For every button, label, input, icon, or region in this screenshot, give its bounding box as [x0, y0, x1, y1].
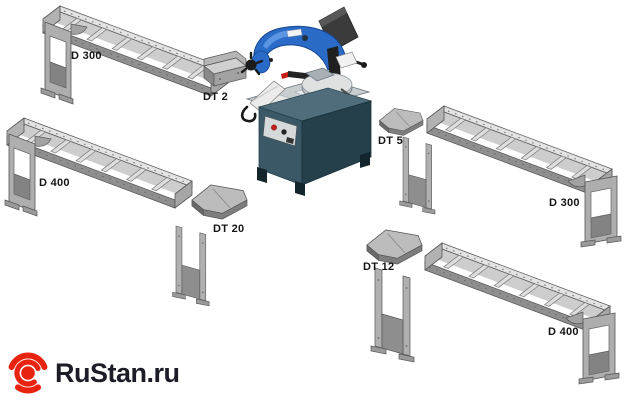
label-stand-dt2: DT 2: [203, 91, 229, 103]
brand-name: RuStan.ru: [55, 358, 180, 388]
label-stand-dt20: DT 20: [213, 223, 245, 235]
conveyor-d400-left-graphic: [4, 117, 193, 217]
brand-logo: RuStan.ru: [6, 351, 180, 395]
stand-dt20-graphic: [172, 184, 248, 307]
label-conveyor-d300-left: D 300: [71, 50, 102, 62]
conveyor-d300-right-graphic: [426, 105, 622, 248]
conveyor-d400-right-graphic: [424, 242, 620, 385]
stand-dt12-graphic: [366, 229, 423, 363]
label-conveyor-d300-right: D 300: [549, 197, 580, 209]
bandsaw-machine-graphic: [240, 6, 373, 196]
label-conveyor-d400-right: D 400: [548, 326, 579, 338]
label-conveyor-d400-left: D 400: [39, 177, 70, 189]
stand-dt2-graphic: [203, 50, 247, 87]
conveyor-d300-left-graphic: [40, 5, 229, 105]
label-stand-dt5: DT 5: [378, 135, 404, 147]
rustan-target-icon: [8, 352, 48, 394]
label-stand-dt12: DT 12: [363, 261, 395, 273]
